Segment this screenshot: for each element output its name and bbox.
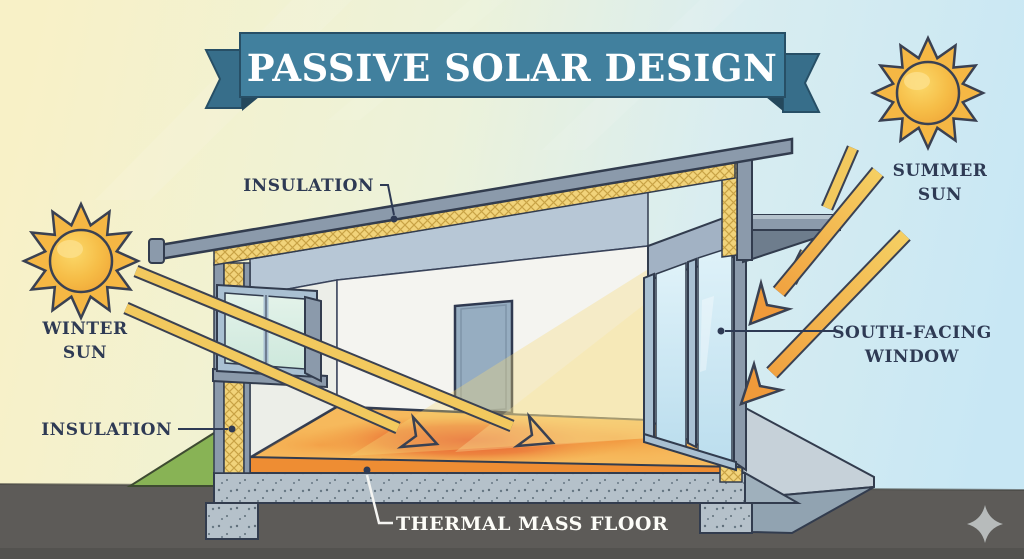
insulation-wall-label: INSULATION [41, 420, 172, 440]
summer-blocked-arrows [739, 166, 911, 407]
concrete-slab [213, 471, 802, 504]
sunlight-wedge [350, 268, 650, 456]
roof [148, 137, 841, 266]
thermal-mass-callout: THERMAL MASS FLOOR [363, 466, 668, 535]
winter-sun-label-line2: SUN [63, 343, 107, 363]
interior-door [453, 299, 514, 415]
ray-arrowhead [396, 412, 440, 449]
glass-reflection [700, 296, 714, 372]
arrowhead [748, 278, 794, 327]
insulation-wall-callout: INSULATION [41, 420, 236, 440]
south-window-callout: SOUTH-FACING WINDOW [717, 323, 991, 367]
arrowhead [739, 359, 786, 407]
gutter [148, 238, 165, 264]
window-bottom-rail [643, 432, 737, 472]
roof-fascia-column [736, 157, 753, 261]
winter-sun-icon [20, 200, 142, 322]
insulation-roof-callout: INSULATION [243, 176, 398, 223]
summer-sun-label-line2: SUN [918, 185, 962, 205]
winter-sun-rays [123, 264, 556, 449]
south-window-label-line1: SOUTH-FACING [832, 323, 991, 343]
title-ribbon: PASSIVE SOLAR DESIGN [204, 32, 821, 113]
thermal-mass-label: THERMAL MASS FLOOR [396, 513, 668, 535]
south-facing-window [643, 211, 747, 472]
insulation-roof-label: INSULATION [243, 176, 374, 196]
summer-sun-label-line1: SUMMER [893, 161, 988, 181]
sparkle-icon [967, 505, 1003, 543]
window-glass-back [655, 261, 687, 449]
page-title: PASSIVE SOLAR DESIGN [247, 46, 778, 90]
winter-sun-label-line1: WINTER [41, 319, 128, 339]
ray-arrowhead [512, 411, 556, 448]
summer-sun-icon [870, 35, 986, 151]
south-window-label-line2: WINDOW [864, 347, 960, 367]
left-footing [205, 502, 259, 540]
